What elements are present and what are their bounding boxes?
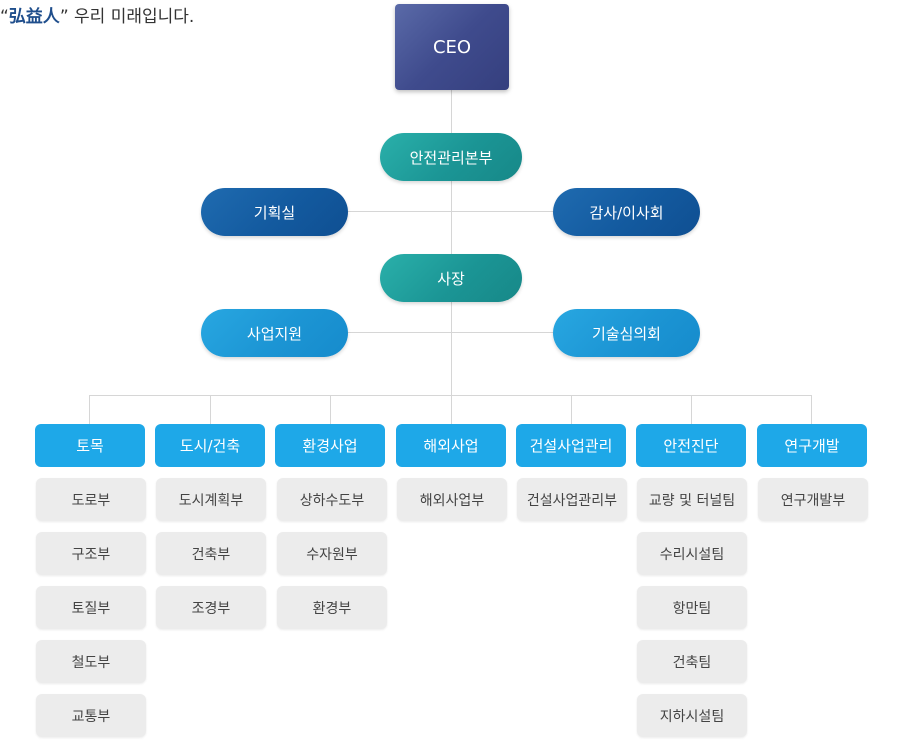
tech-review-node: 기술심의회 [553, 309, 700, 357]
business-support-label: 사업지원 [246, 324, 303, 343]
business-support-node: 사업지원 [201, 309, 348, 357]
team-box: 연구개발부 [758, 478, 868, 521]
dept-urban-architecture: 도시/건축 [155, 424, 265, 467]
team-label: 수자원부 [306, 546, 358, 563]
team-label: 수리시설팀 [659, 546, 725, 563]
safety-hq-node: 안전관리본부 [380, 133, 522, 181]
team-box: 항만팀 [637, 586, 747, 629]
team-box: 도시계획부 [156, 478, 266, 521]
dept-label: 건설사업관리 [529, 437, 613, 455]
team-box: 수리시설팀 [637, 532, 747, 575]
team-label: 도로부 [71, 492, 111, 509]
connector-dept-4 [451, 395, 452, 424]
audit-board-label: 감사/이사회 [589, 203, 664, 222]
team-box: 수자원부 [277, 532, 387, 575]
team-box: 건축부 [156, 532, 266, 575]
team-label: 철도부 [71, 654, 111, 671]
team-label: 연구개발부 [780, 492, 846, 509]
planning-node: 기획실 [201, 188, 348, 236]
connector-dept-7 [811, 395, 812, 424]
team-box: 해외사업부 [397, 478, 507, 521]
connector-spine [451, 90, 452, 395]
team-box: 환경부 [277, 586, 387, 629]
team-box: 도로부 [36, 478, 146, 521]
dept-label: 안전진단 [663, 437, 719, 455]
audit-board-node: 감사/이사회 [553, 188, 700, 236]
team-box: 지하시설팀 [637, 694, 747, 737]
dept-label: 환경사업 [302, 437, 358, 455]
team-box: 건축팀 [637, 640, 747, 683]
dept-environment: 환경사업 [275, 424, 385, 467]
connector-dept-bus [89, 395, 812, 396]
tech-review-label: 기술심의회 [591, 324, 661, 343]
dept-civil: 토목 [35, 424, 145, 467]
team-label: 지하시설팀 [659, 708, 725, 725]
team-label: 해외사업부 [419, 492, 485, 509]
team-box: 교량 및 터널팀 [637, 478, 747, 521]
connector-dept-1 [89, 395, 90, 424]
dept-research: 연구개발 [757, 424, 867, 467]
safety-hq-label: 안전관리본부 [409, 148, 493, 167]
ceo-box: CEO [395, 4, 509, 90]
connector-dept-3 [330, 395, 331, 424]
ceo-label: CEO [432, 36, 472, 58]
dept-label: 토목 [76, 437, 104, 455]
dept-label: 해외사업 [423, 437, 479, 455]
team-box: 교통부 [36, 694, 146, 737]
planning-label: 기획실 [253, 203, 296, 222]
team-box: 철도부 [36, 640, 146, 683]
connector-dept-5 [571, 395, 572, 424]
team-label: 구조부 [71, 546, 111, 563]
dept-label: 연구개발 [784, 437, 840, 455]
team-label: 건설사업관리부 [526, 492, 618, 509]
team-label: 도시계획부 [178, 492, 244, 509]
team-label: 토질부 [71, 600, 111, 617]
president-node: 사장 [380, 254, 522, 302]
slogan-hanja: 弘益人 [8, 7, 60, 27]
connector-dept-6 [691, 395, 692, 424]
dept-safety-inspection: 안전진단 [636, 424, 746, 467]
team-label: 상하수도부 [299, 492, 365, 509]
team-label: 건축팀 [672, 654, 712, 671]
dept-construction-management: 건설사업관리 [516, 424, 626, 467]
team-box: 토질부 [36, 586, 146, 629]
team-box: 건설사업관리부 [517, 478, 627, 521]
connector-support-review [346, 332, 556, 333]
connector-dept-2 [210, 395, 211, 424]
team-box: 구조부 [36, 532, 146, 575]
team-box: 조경부 [156, 586, 266, 629]
dept-overseas: 해외사업 [396, 424, 506, 467]
slogan: “弘益人” 우리 미래입니다. [0, 2, 194, 27]
slogan-quote-open: “ [0, 7, 9, 27]
dept-label: 도시/건축 [179, 437, 241, 455]
slogan-text: ” 우리 미래입니다. [59, 7, 195, 27]
team-label: 조경부 [191, 600, 231, 617]
president-label: 사장 [437, 269, 465, 288]
team-label: 환경부 [312, 600, 352, 617]
team-label: 항만팀 [672, 600, 712, 617]
team-box: 상하수도부 [277, 478, 387, 521]
team-label: 건축부 [191, 546, 231, 563]
team-label: 교량 및 터널팀 [648, 492, 736, 509]
connector-planning-audit [346, 211, 556, 212]
team-label: 교통부 [71, 708, 111, 725]
